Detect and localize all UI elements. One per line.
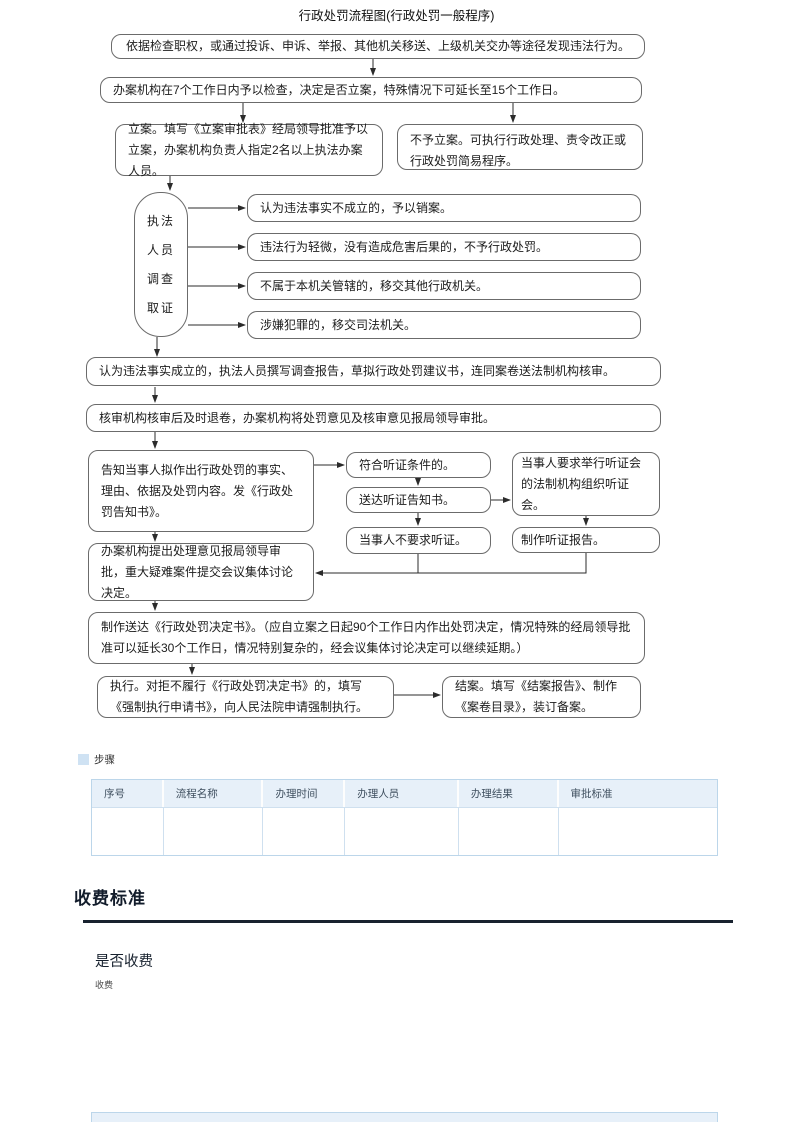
flow-box-hearing-eligible-text: 符合听证条件的。 <box>359 457 456 472</box>
flow-box-notify-text: 告知当事人拟作出行政处罚的事实、理由、依据及处罚内容。发《行政处罚告知书》。 <box>101 462 294 519</box>
flow-box-no-file-case: 不予立案。可执行行政处理、责令改正或行政处罚简易程序。 <box>397 124 643 170</box>
flow-box-decide-text: 办案机构提出处理意见报局领导审批，重大疑难案件提交会议集体讨论决定。 <box>101 543 294 600</box>
flow-box-branch-dismiss: 认为违法事实不成立的，予以销案。 <box>247 194 641 222</box>
flow-box-established: 认为违法事实成立的，执法人员撰写调查报告，草拟行政处罚建议书，连同案卷送法制机构… <box>86 357 661 386</box>
steps-table-header-approval-standard: 审批标准 <box>570 788 613 800</box>
flow-box-review-return: 核审机构核审后及时退卷，办案机构将处罚意见及核审意见报局领导审批。 <box>86 404 661 432</box>
flow-box-decide: 办案机构提出处理意见报局领导审批，重大疑难案件提交会议集体讨论决定。 <box>88 543 314 601</box>
steps-table-header-row: 序号 流程名称 办理时间 办理人员 办理结果 审批标准 <box>92 780 717 807</box>
flow-box-no-file-case-text: 不予立案。可执行行政处理、责令改正或行政处罚简易程序。 <box>410 133 627 168</box>
steps-table-cell <box>345 807 459 855</box>
flow-box-hearing-notice: 送达听证告知书。 <box>346 487 491 513</box>
steps-table-cell <box>92 807 164 855</box>
fees-value: 收费 <box>95 980 114 990</box>
flow-box-hearing-eligible: 符合听证条件的。 <box>346 452 491 478</box>
flow-box-execute-text: 执行。对拒不履行《行政处罚决定书》的，填写《强制执行申请书》，向人民法院申请强制… <box>110 679 369 714</box>
flow-box-branch-transfer-admin: 不属于本机关管辖的，移交其他行政机关。 <box>247 272 641 300</box>
steps-label: 步骤 <box>94 754 115 766</box>
flow-box-hearing-waived-text: 当事人不要求听证。 <box>359 533 468 547</box>
flow-box-file-case: 立案。填写《立案审批表》经局领导批准予以立案，办案机构负责人指定2名以上执法办案… <box>115 122 383 178</box>
flow-box-notify: 告知当事人拟作出行政处罚的事实、理由、依据及处罚内容。发《行政处罚告知书》。 <box>88 450 314 532</box>
flow-box-hearing-waived: 当事人不要求听证。 <box>346 527 491 554</box>
steps-table: 序号 流程名称 办理时间 办理人员 办理结果 审批标准 <box>91 779 718 856</box>
flow-box-branch-transfer-judicial-text: 涉嫌犯罪的，移交司法机关。 <box>260 317 417 332</box>
steps-table-cell <box>458 807 559 855</box>
flow-box-close-case-text: 结案。填写《结案报告》、制作《案卷目录》，装订备案。 <box>455 679 618 714</box>
flow-box-discover-text: 依据检查职权，或通过投诉、申诉、举报、其他机关移送、上级机关交办等途径发现违法行… <box>125 39 630 53</box>
flow-box-hearing-report: 制作听证报告。 <box>512 527 660 553</box>
flow-box-established-text: 认为违法事实成立的，执法人员撰写调查报告，草拟行政处罚建议书，连同案卷送法制机构… <box>99 364 616 378</box>
flow-box-review-7days-text: 办案机构在7个工作日内予以检查，决定是否立案，特殊情况下可延长至15个工作日。 <box>113 82 566 97</box>
fees-heading: 收费标准 <box>74 889 146 908</box>
flow-box-investigate-text: 执法 人员 调查 取证 <box>146 213 175 315</box>
flow-box-hearing-requested: 当事人要求举行听证会的法制机构组织听证会。 <box>512 452 660 516</box>
page-title: 行政处罚流程图(行政处罚一般程序) <box>298 9 495 23</box>
flow-box-hearing-notice-text: 送达听证告知书。 <box>359 492 456 507</box>
cutoff-table-strip <box>91 1112 718 1122</box>
flow-box-review-7days: 办案机构在7个工作日内予以检查，决定是否立案，特殊情况下可延长至15个工作日。 <box>100 77 642 103</box>
flow-box-file-case-text: 立案。填写《立案审批表》经局领导批准予以立案，办案机构负责人指定2名以上执法办案… <box>128 121 369 178</box>
flow-box-review-return-text: 核审机构核审后及时退卷，办案机构将处罚意见及核审意见报局领导审批。 <box>99 410 496 425</box>
steps-marker <box>78 754 89 765</box>
fees-question: 是否收费 <box>95 954 153 970</box>
flow-box-branch-dismiss-text: 认为违法事实不成立的，予以销案。 <box>260 200 453 215</box>
steps-table-row <box>92 807 717 855</box>
steps-table-cell <box>558 807 717 855</box>
flow-box-branch-minor-text: 违法行为轻微，没有造成危害后果的，不予行政处罚。 <box>260 239 549 254</box>
steps-table-header-handle-time: 办理时间 <box>263 780 346 807</box>
steps-table-cell <box>263 807 346 855</box>
flow-box-decision-doc-text: 制作送达《行政处罚决定书》。（应自立案之日起90个工作日内作出处罚决定，情况特殊… <box>101 620 631 655</box>
flow-box-discover: 依据检查职权，或通过投诉、申诉、举报、其他机关移送、上级机关交办等途径发现违法行… <box>111 34 645 59</box>
flow-box-hearing-requested-text: 当事人要求举行听证会的法制机构组织听证会。 <box>521 455 642 512</box>
flow-box-branch-transfer-judicial: 涉嫌犯罪的，移交司法机关。 <box>247 311 641 339</box>
flow-box-hearing-report-text: 制作听证报告。 <box>521 532 606 547</box>
steps-table-header-process-name: 流程名称 <box>164 780 264 807</box>
steps-table-cell <box>163 807 264 855</box>
fees-divider <box>83 920 733 923</box>
flow-box-branch-minor: 违法行为轻微，没有造成危害后果的，不予行政处罚。 <box>247 233 641 261</box>
flow-box-execute: 执行。对拒不履行《行政处罚决定书》的，填写《强制执行申请书》，向人民法院申请强制… <box>97 676 394 718</box>
steps-table-header-seq: 序号 <box>92 780 164 807</box>
flow-box-branch-transfer-admin-text: 不属于本机关管辖的，移交其他行政机关。 <box>260 278 489 293</box>
steps-table-header-result: 办理结果 <box>459 780 559 807</box>
flow-box-close-case: 结案。填写《结案报告》、制作《案卷目录》，装订备案。 <box>442 676 641 718</box>
steps-table-header-handler: 办理人员 <box>345 780 459 807</box>
flow-box-decision-doc: 制作送达《行政处罚决定书》。（应自立案之日起90个工作日内作出处罚决定，情况特殊… <box>88 612 645 664</box>
flow-box-investigate: 执法 人员 调查 取证 <box>134 192 188 337</box>
